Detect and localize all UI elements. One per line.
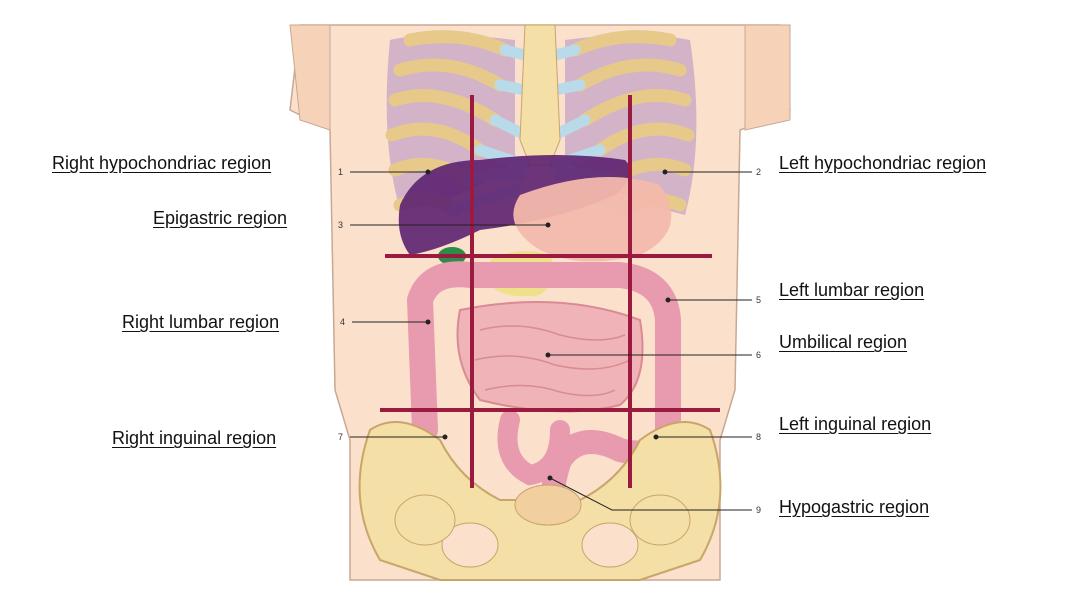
region-number-6: 6 xyxy=(756,350,761,360)
left-arm xyxy=(745,25,790,130)
sternum xyxy=(520,25,560,165)
bladder xyxy=(515,485,581,525)
label-umbilical: Umbilical region xyxy=(779,331,907,353)
label-left-hypochondriac: Left hypochondriac region xyxy=(779,152,986,174)
region-number-5: 5 xyxy=(756,295,761,305)
region-number-4: 4 xyxy=(340,317,345,327)
label-epigastric: Epigastric region xyxy=(153,207,287,229)
label-right-hypochondriac: Right hypochondriac region xyxy=(52,152,271,174)
left-femoral-head xyxy=(630,495,690,545)
label-right-inguinal: Right inguinal region xyxy=(112,427,276,449)
region-number-8: 8 xyxy=(756,432,761,442)
label-right-lumbar: Right lumbar region xyxy=(122,311,279,333)
label-left-inguinal: Left inguinal region xyxy=(779,413,931,435)
label-left-lumbar: Left lumbar region xyxy=(779,279,924,301)
region-number-1: 1 xyxy=(338,167,343,177)
right-arm xyxy=(290,25,330,130)
label-hypogastric: Hypogastric region xyxy=(779,496,929,518)
region-number-3: 3 xyxy=(338,220,343,230)
right-femoral-head xyxy=(395,495,455,545)
region-number-7: 7 xyxy=(338,432,343,442)
region-number-2: 2 xyxy=(756,167,761,177)
left-obturator xyxy=(582,523,638,567)
small-intestine xyxy=(458,302,643,411)
region-number-9: 9 xyxy=(756,505,761,515)
